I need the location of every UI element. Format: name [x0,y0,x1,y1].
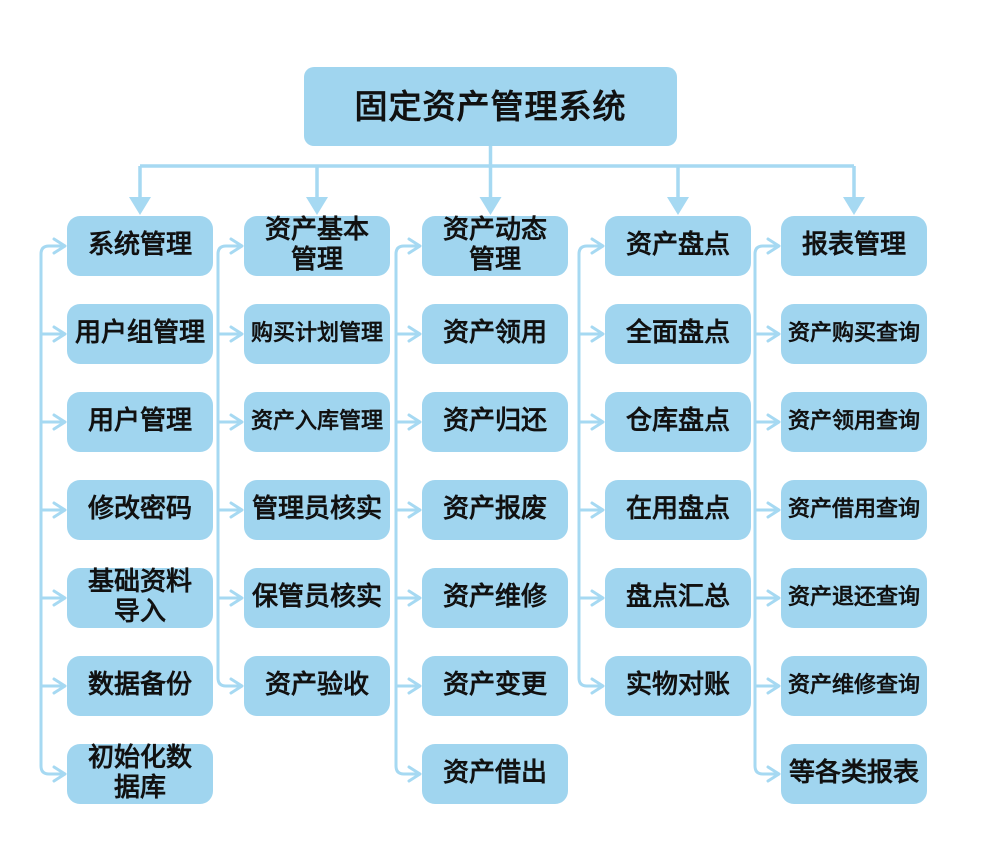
column-4-child-node: 仓库盘点 [605,392,751,452]
column-4-child-node: 实物对账 [605,656,751,716]
column-3-child-node: 资产领用 [422,304,568,364]
column-2-child-node: 保管员核实 [244,568,390,628]
column-4-child-node: 全面盘点 [605,304,751,364]
column-5-child-node: 资产领用查询 [781,392,927,452]
column-1-child-node: 基础资料 导入 [67,567,213,628]
column-2-child-node: 资产入库管理 [244,392,390,452]
column-4-child-node: 在用盘点 [605,480,751,540]
root-title: 固定资产管理系统 [354,86,627,126]
column-5-child-node: 资产维修查询 [781,656,927,716]
column-5-child-node: 等各类报表 [781,744,927,804]
column-1-child-node: 用户组管理 [67,304,213,364]
column-5-child-node: 资产借用查询 [781,480,927,540]
column-5-child-node: 资产退还查询 [781,568,927,628]
column-2-child-node: 资产验收 [244,656,390,716]
column-2-header-node: 资产基本 管理 [244,215,390,276]
column-1-child-node: 修改密码 [67,480,213,540]
column-2-child-node: 管理员核实 [244,480,390,540]
column-5-child-node: 资产购买查询 [781,304,927,364]
column-1-child-node: 用户管理 [67,392,213,452]
root-node: 固定资产管理系统 [304,67,677,146]
column-4-header-node: 资产盘点 [605,216,751,276]
column-3-child-node: 资产维修 [422,568,568,628]
column-3-child-node: 资产借出 [422,744,568,804]
column-5-header-node: 报表管理 [781,216,927,276]
column-3-child-node: 资产报废 [422,480,568,540]
column-1-header-node: 系统管理 [67,216,213,276]
column-2-child-node: 购买计划管理 [244,304,390,364]
column-3-header-node: 资产动态 管理 [422,215,568,276]
column-4-child-node: 盘点汇总 [605,568,751,628]
column-3-child-node: 资产变更 [422,656,568,716]
column-3-child-node: 资产归还 [422,392,568,452]
column-1-child-node: 数据备份 [67,656,213,716]
column-1-child-node: 初始化数 据库 [67,743,213,804]
